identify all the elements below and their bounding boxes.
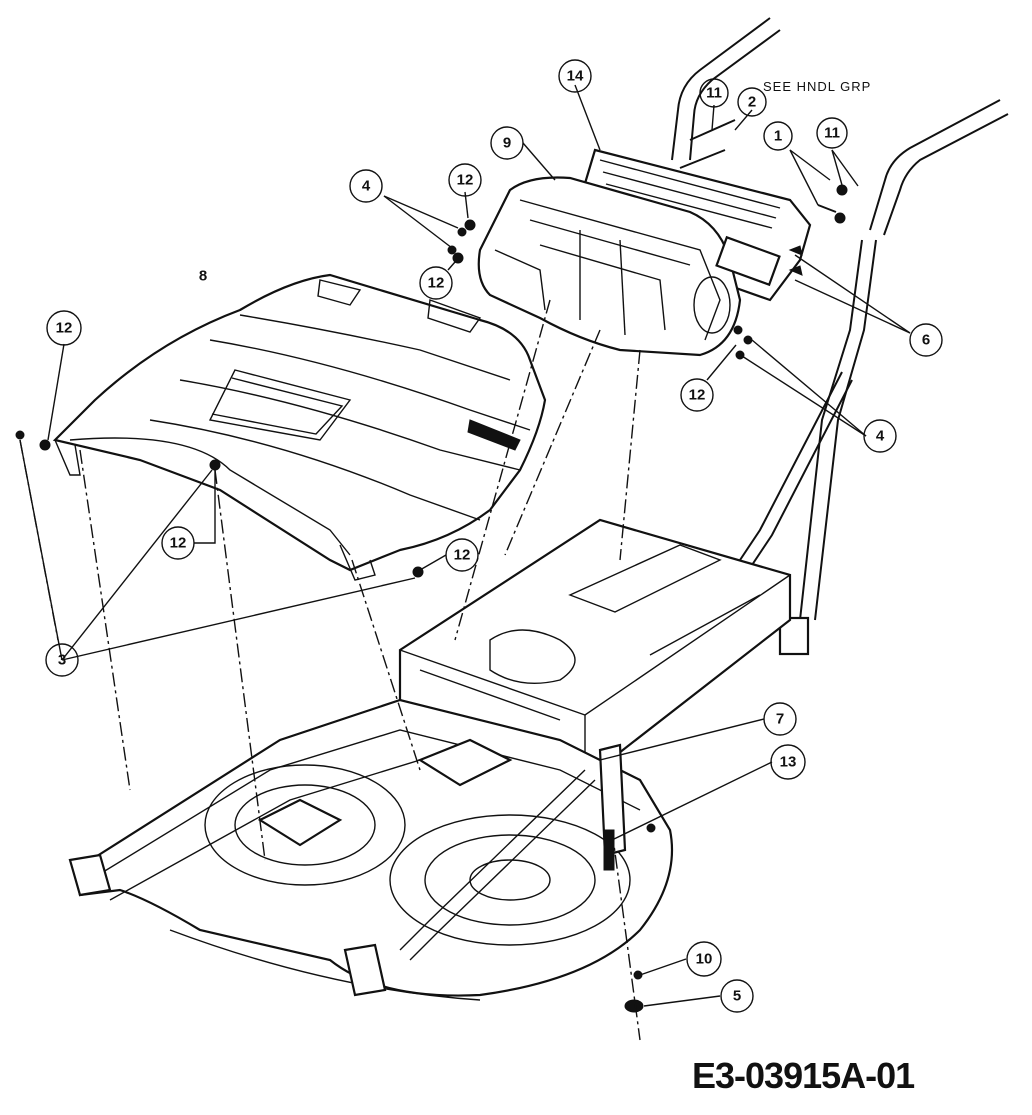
callout-12-cover-right: 12 bbox=[445, 538, 479, 572]
callout-6: 6 bbox=[909, 323, 943, 357]
callout-5-label: 5 bbox=[733, 988, 741, 1005]
callout-12-panel-top-label: 12 bbox=[457, 172, 474, 189]
callout-3-label: 3 bbox=[58, 652, 66, 669]
callout-12-cover-left: 12 bbox=[46, 310, 82, 346]
top-cover bbox=[52, 273, 547, 581]
callout-14: 14 bbox=[558, 59, 592, 93]
callout-10: 10 bbox=[686, 941, 722, 977]
callout-4-top: 4 bbox=[349, 169, 383, 203]
callout-11-right: 11 bbox=[816, 117, 848, 149]
callout-9: 9 bbox=[490, 126, 524, 160]
callout-12-right-label: 12 bbox=[689, 387, 706, 404]
callout-12-cover-center: 12 bbox=[161, 526, 195, 560]
callout-4-top-label: 4 bbox=[362, 178, 371, 195]
callout-12-panel-bottom-label: 12 bbox=[428, 275, 445, 292]
callout-4-right-label: 4 bbox=[876, 428, 885, 445]
callout-8-label: 8 bbox=[199, 268, 207, 285]
callout-2-label: 2 bbox=[748, 94, 756, 111]
callout-12-cover-right-label: 12 bbox=[454, 547, 471, 564]
callout-2: 2 bbox=[737, 87, 767, 117]
callout-12-cover-center-label: 12 bbox=[170, 535, 187, 552]
callout-13: 13 bbox=[770, 744, 806, 780]
drawing-code: E3-03915A-01 bbox=[692, 1055, 915, 1096]
callout-3: 3 bbox=[45, 643, 79, 677]
callout-12-right: 12 bbox=[680, 378, 714, 412]
callout-4-right: 4 bbox=[863, 419, 897, 453]
callout-12-panel-top: 12 bbox=[448, 163, 482, 197]
callout-8: 8 bbox=[199, 268, 207, 285]
callout-12-panel-bottom: 12 bbox=[419, 266, 453, 300]
see-handle-group-note: SEE HNDL GRP bbox=[763, 79, 871, 94]
callout-13-label: 13 bbox=[780, 754, 797, 771]
callout-7: 7 bbox=[763, 702, 797, 736]
callout-7-label: 7 bbox=[776, 711, 784, 728]
callout-11-right-label: 11 bbox=[824, 125, 840, 142]
callout-12-cover-left-label: 12 bbox=[56, 320, 73, 337]
callout-6-label: 6 bbox=[922, 332, 930, 349]
callout-5: 5 bbox=[720, 979, 754, 1013]
callout-9-label: 9 bbox=[503, 135, 511, 152]
leader-lines bbox=[19, 84, 911, 1007]
callout-11-left: 11 bbox=[699, 78, 729, 108]
callout-1-label: 1 bbox=[774, 128, 782, 145]
callout-10-label: 10 bbox=[696, 951, 713, 968]
callout-1: 1 bbox=[763, 121, 793, 151]
callout-14-label: 14 bbox=[567, 68, 584, 85]
callout-11-left-label: 11 bbox=[706, 85, 722, 102]
mower-deck bbox=[68, 698, 674, 1001]
control-panel bbox=[477, 148, 812, 357]
